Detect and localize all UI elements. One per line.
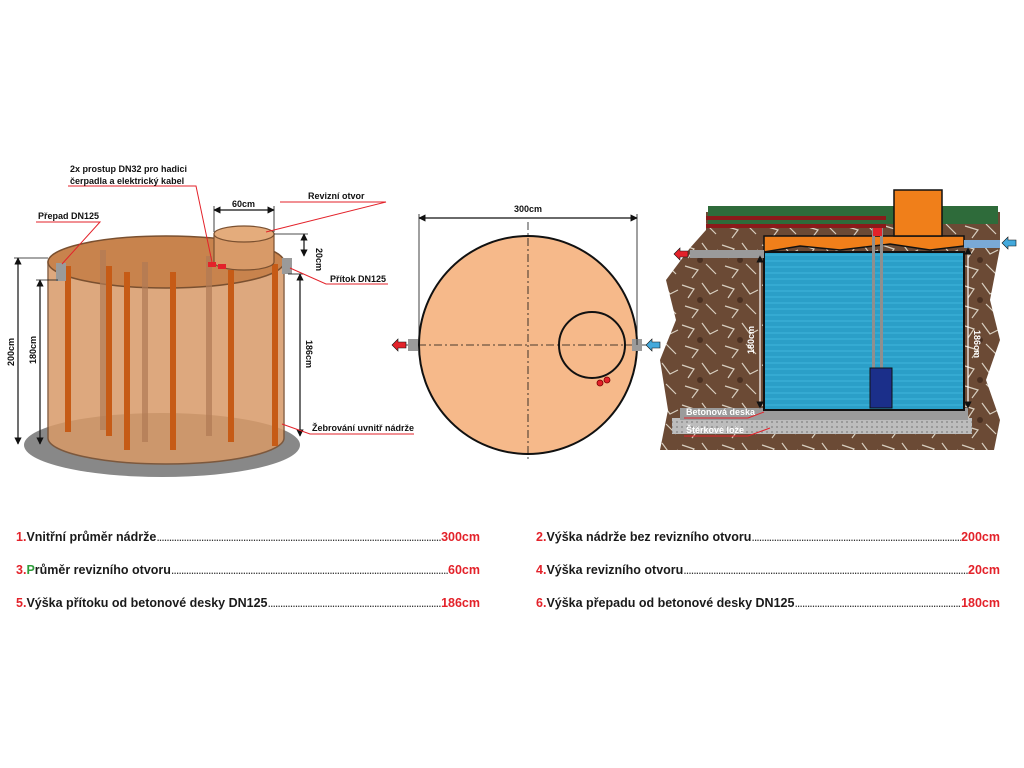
spec-item-3: 3. P růměr revizního otvoru ............…: [16, 563, 480, 577]
spec-item-4: 4. Výška revizního otvoru ..............…: [536, 563, 1000, 577]
spec-value: 300cm: [441, 530, 480, 544]
outflow-arrow-section-icon: [673, 247, 689, 261]
revision-opening-top: [558, 311, 626, 379]
water-body: [763, 251, 965, 411]
label-20cm: 20cm: [314, 248, 324, 271]
label-300cm: 300cm: [514, 204, 542, 214]
spec-dots: ........................................…: [683, 563, 968, 577]
tank-3d-view: 2x prostup DN32 pro hadici čerpadla a el…: [6, 164, 414, 477]
overflow-pipe: [56, 263, 66, 281]
spec-dots: ........................................…: [267, 596, 442, 610]
spec-dots: ........................................…: [751, 530, 961, 544]
spec-dots: ........................................…: [170, 563, 449, 577]
label-pritok: Přítok DN125: [330, 274, 386, 284]
spec-label: Vnitřní průměr nádrže: [26, 530, 157, 544]
spec-dots: ........................................…: [156, 530, 441, 544]
spec-number: 5.: [16, 596, 27, 610]
overflow-pipe-section: [690, 250, 764, 258]
label-sterkove-loze: Štěrkové lože: [686, 424, 744, 435]
spec-value: 20cm: [968, 563, 1000, 577]
label-180cm-section: 180cm: [746, 326, 756, 354]
tank-body: [47, 261, 285, 465]
label-revizni-otvor: Revizní otvor: [308, 191, 365, 201]
spec-label: Výška nádrže bez revizního otvoru: [546, 530, 752, 544]
inflow-arrow-icon: [645, 338, 661, 352]
spec-number: 2.: [536, 530, 547, 544]
label-186cm: 186cm: [304, 340, 314, 368]
spec-label: Výška přepadu od betonové desky DN125: [546, 596, 795, 610]
inflow-arrow-section-icon: [1001, 236, 1017, 250]
label-prostup-2: čerpadla a elektrický kabel: [70, 176, 184, 186]
tank-cross-section: 180cm 186cm Betonová deska Štěrkové lože: [660, 189, 1017, 450]
label-186cm-section: 186cm: [972, 330, 982, 358]
spec-item-5: 5. Výška přítoku od betonové desky DN125…: [16, 596, 480, 610]
spec-value: 60cm: [448, 563, 480, 577]
spec-dots: ........................................…: [794, 596, 961, 610]
spec-item-6: 6. Výška přepadu od betonové desky DN125…: [536, 596, 1000, 610]
label-prepad: Přepad DN125: [38, 211, 99, 221]
spec-value: 200cm: [961, 530, 1000, 544]
spec-highlight: P: [26, 563, 35, 577]
label-betonova-deska: Betonová deska: [686, 407, 756, 417]
label-200cm: 200cm: [6, 338, 16, 366]
label-zebrovani: Žebrování uvnitř nádrže: [312, 422, 414, 433]
label-60cm: 60cm: [232, 199, 255, 209]
gravel-bed: [672, 418, 972, 434]
overflow-pipe-top: [408, 339, 418, 351]
spec-value: 180cm: [961, 596, 1000, 610]
tank-top-view: 300cm: [391, 204, 661, 462]
spec-number: 4.: [536, 563, 547, 577]
spec-item-1: 1. Vnitřní průměr nádrže ...............…: [16, 530, 480, 544]
pump-icon: [869, 367, 893, 409]
spec-value: 186cm: [441, 596, 480, 610]
label-180cm: 180cm: [28, 336, 38, 364]
inflow-pipe-section: [964, 240, 1000, 248]
spec-number: 1.: [16, 530, 27, 544]
tank-lid: [763, 235, 965, 253]
spec-label: růměr revizního otvoru: [34, 563, 171, 577]
spec-number: 3.: [16, 563, 27, 577]
outflow-arrow-icon: [391, 338, 407, 352]
spec-label: Výška přítoku od betonové desky DN125: [26, 596, 268, 610]
spec-label: Výška revizního otvoru: [546, 563, 684, 577]
label-prostup-1: 2x prostup DN32 pro hadici: [70, 164, 187, 174]
spec-item-2: 2. Výška nádrže bez revizního otvoru ...…: [536, 530, 1000, 544]
grass-strip: [708, 206, 998, 224]
tank-ribs: [65, 264, 278, 450]
inflow-pipe: [282, 258, 292, 274]
lid-box: [893, 189, 943, 237]
spec-number: 6.: [536, 596, 547, 610]
